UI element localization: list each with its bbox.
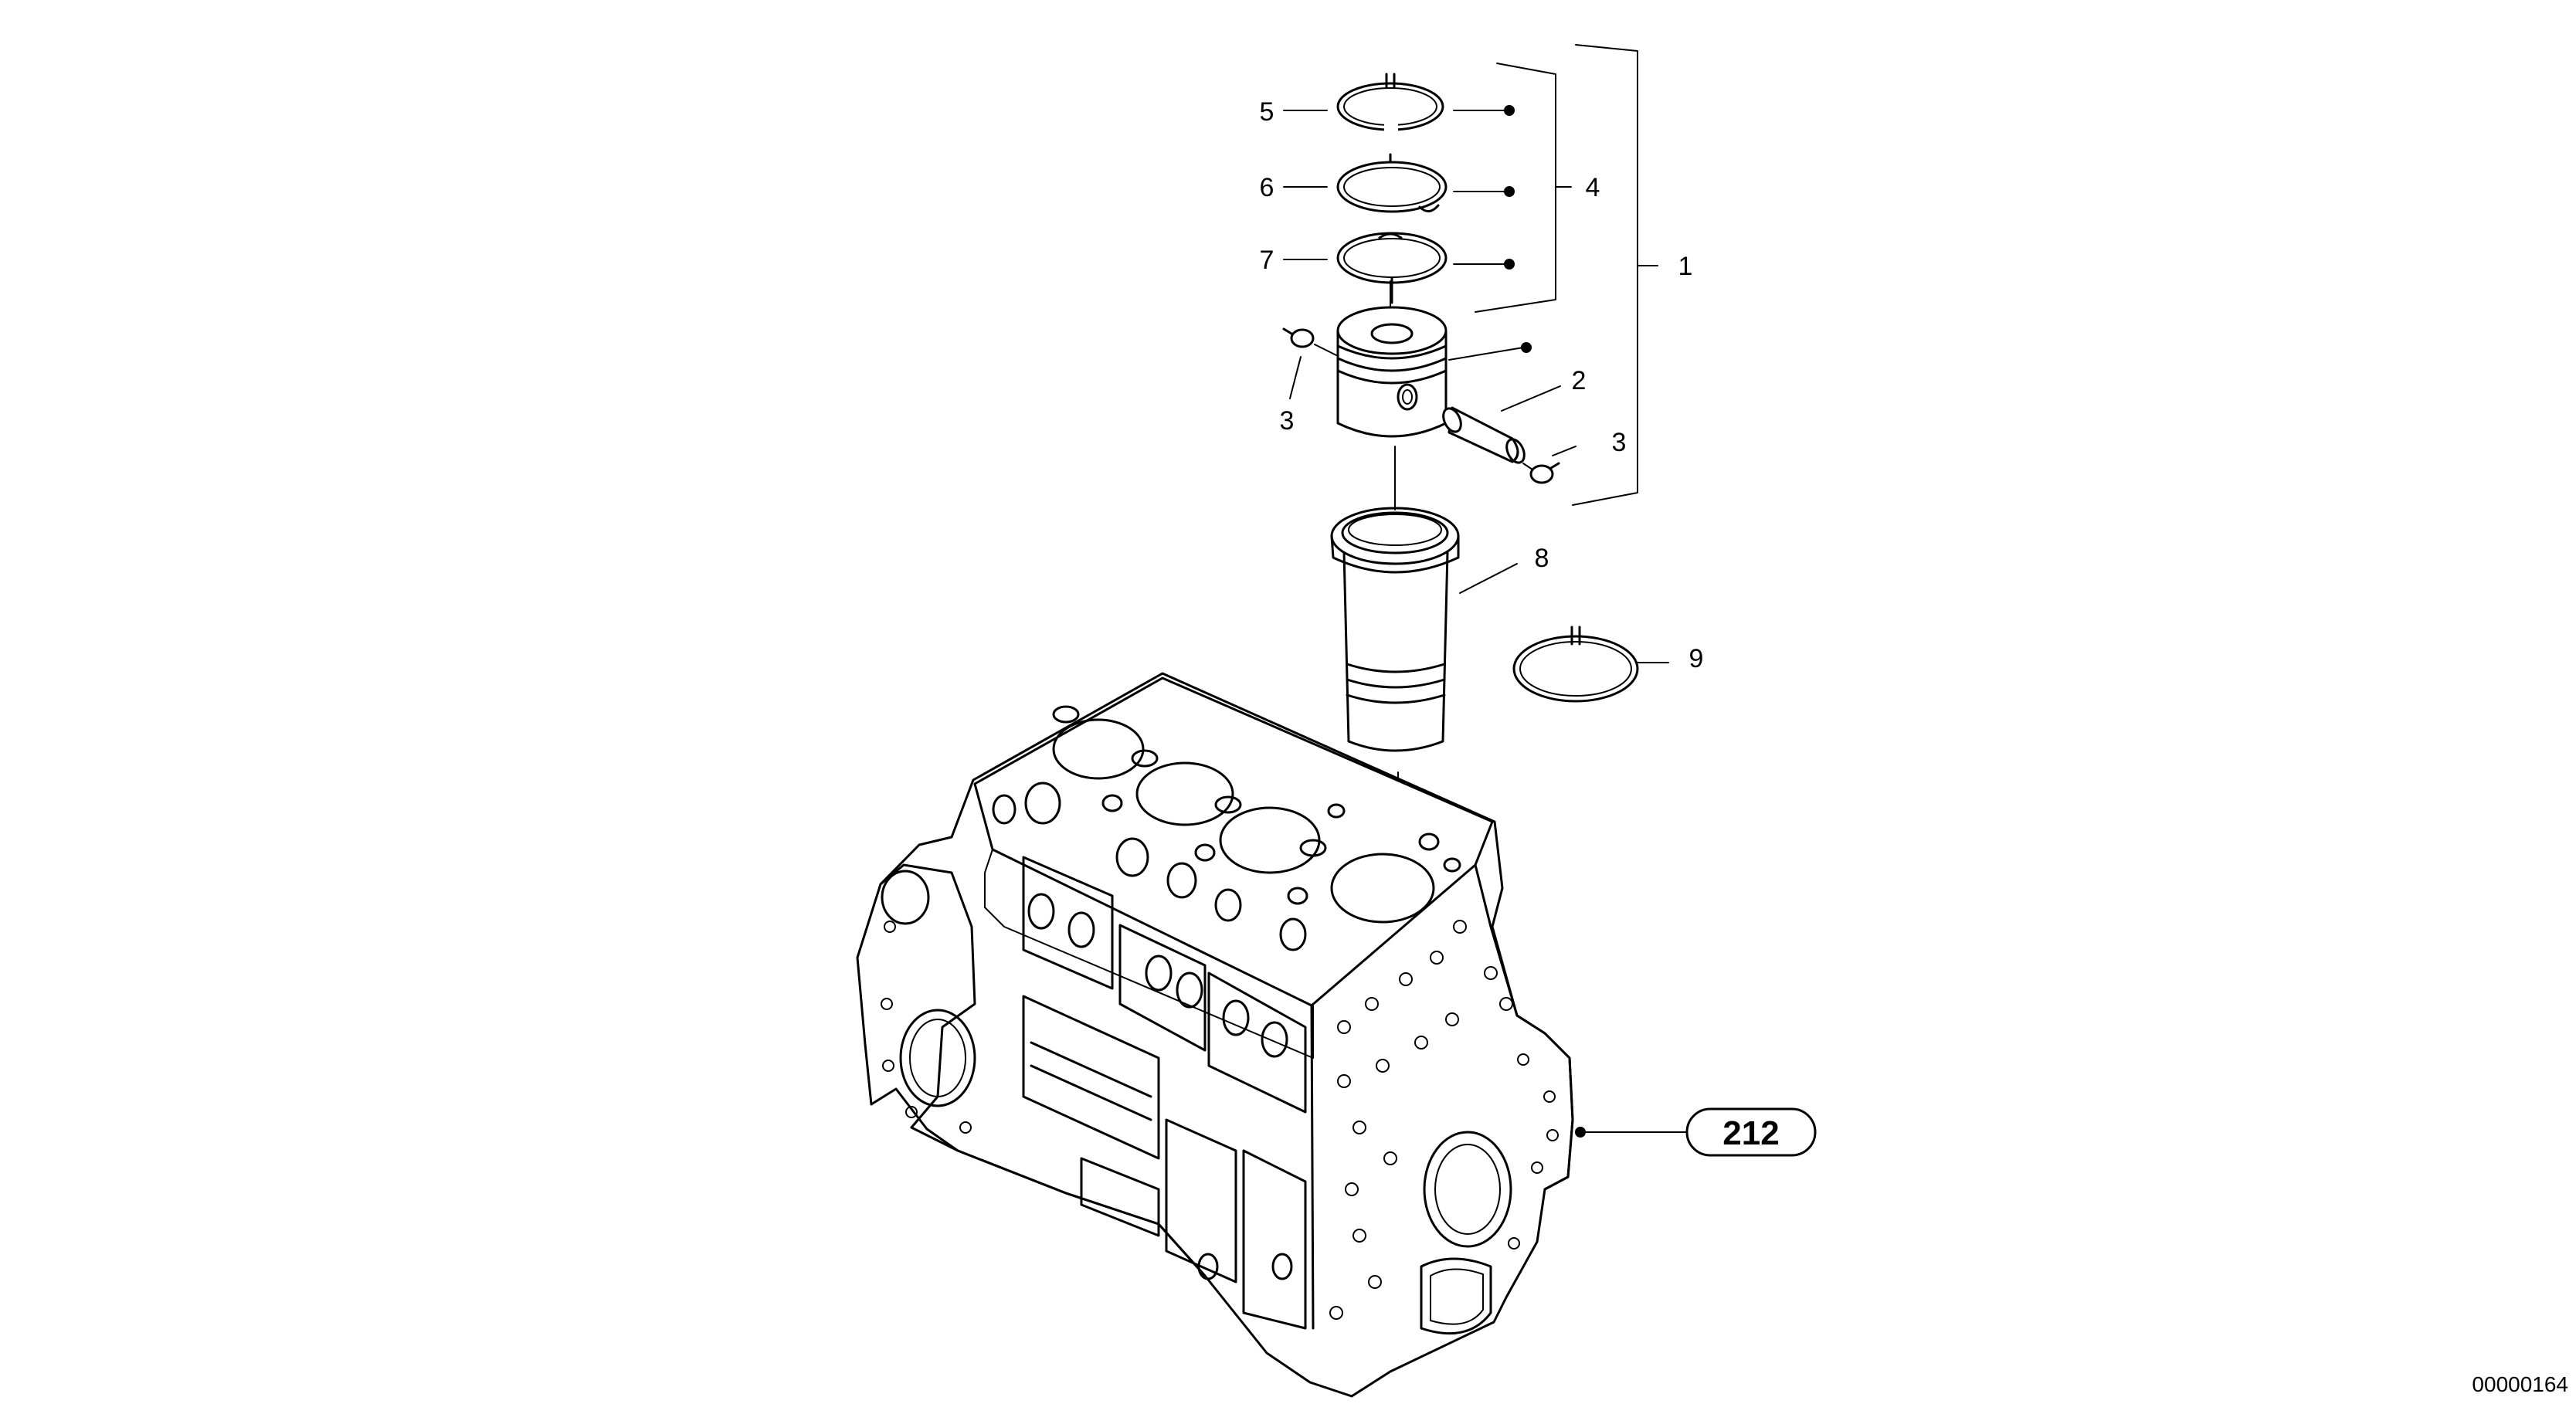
piston xyxy=(1336,306,1448,438)
piston-ring-7 xyxy=(1336,232,1448,304)
callout-9: 9 xyxy=(1689,644,1704,673)
reference-212[interactable]: 212 xyxy=(1685,1107,1817,1157)
cylinder-liner xyxy=(1330,507,1460,752)
piston-ring-6 xyxy=(1336,153,1448,213)
bracket-1 xyxy=(1572,44,1658,506)
snap-ring-right xyxy=(1522,462,1560,484)
bracket-4 xyxy=(1475,63,1572,313)
leader-lines xyxy=(1283,110,1688,1133)
callout-8: 8 xyxy=(1535,544,1549,573)
callout-4: 4 xyxy=(1586,173,1600,202)
callout-7: 7 xyxy=(1260,246,1274,275)
callout-1: 1 xyxy=(1678,252,1693,281)
liner-seal-ring xyxy=(1512,626,1639,703)
leader-dots xyxy=(1504,105,1586,1138)
piston-ring-5 xyxy=(1336,73,1444,131)
document-number: 00000164 xyxy=(2472,1372,2568,1396)
callout-3-left: 3 xyxy=(1280,406,1295,436)
callout-5: 5 xyxy=(1260,97,1274,127)
engine-block xyxy=(856,672,1574,1398)
piston-pin xyxy=(1442,406,1526,464)
callout-2: 2 xyxy=(1572,366,1587,395)
callout-3-right: 3 xyxy=(1612,428,1627,457)
reference-label: 212 xyxy=(1722,1114,1779,1152)
callout-6: 6 xyxy=(1260,173,1274,202)
snap-ring-left xyxy=(1282,327,1337,356)
